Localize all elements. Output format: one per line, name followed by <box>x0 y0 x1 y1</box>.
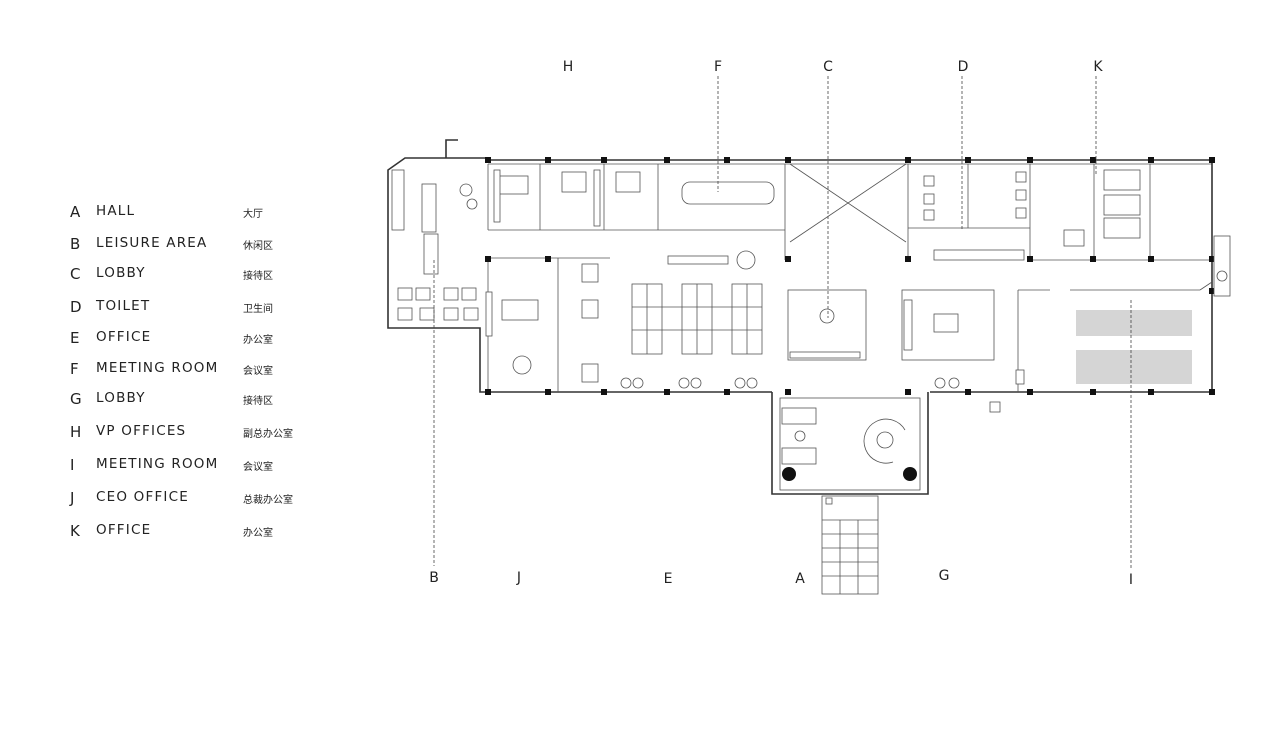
zone-label-f: F <box>714 59 722 75</box>
legend-name: LOBBY <box>96 265 146 281</box>
legend-row-d: D TOILET 卫生间 <box>0 298 340 318</box>
legend-name-cn: 会议室 <box>243 366 273 377</box>
legend-name-cn: 会议室 <box>243 462 273 473</box>
legend-name: HALL <box>96 203 136 219</box>
zone-label-h: H <box>563 59 574 75</box>
legend-name-cn: 总裁办公室 <box>243 495 293 506</box>
legend-name-cn: 卫生间 <box>243 304 273 315</box>
legend-row-e: E OFFICE 办公室 <box>0 329 340 349</box>
legend-name: LEISURE AREA <box>96 235 208 251</box>
legend-name: VP OFFICES <box>96 423 187 439</box>
legend-letter: C <box>70 265 81 283</box>
legend-name-cn: 办公室 <box>243 528 273 539</box>
legend-row-c: C LOBBY 接待区 <box>0 265 340 285</box>
legend-letter: H <box>70 423 82 441</box>
zone-label-k: K <box>1093 59 1103 75</box>
zone-labels-top: H F C D K <box>563 59 1104 75</box>
legend-letter: J <box>70 489 75 507</box>
legend-name-cn: 休闲区 <box>243 241 273 252</box>
zone-label-i: I <box>1129 572 1133 588</box>
columns <box>485 157 1215 395</box>
zone-label-d: D <box>958 59 969 75</box>
legend-row-j: J CEO OFFICE 总裁办公室 <box>0 489 340 509</box>
legend: A HALL 大厅 B LEISURE AREA 休闲区 C LOBBY 接待区… <box>0 0 340 733</box>
legend-letter: F <box>70 360 80 378</box>
legend-row-g: G LOBBY 接待区 <box>0 390 340 410</box>
legend-letter: E <box>70 329 80 347</box>
legend-name-cn: 副总办公室 <box>243 429 293 440</box>
legend-name: LOBBY <box>96 390 146 406</box>
leader-lines <box>433 76 1132 568</box>
legend-letter: I <box>70 456 75 474</box>
furniture <box>391 169 1231 595</box>
legend-letter: G <box>70 390 83 408</box>
zone-label-a: A <box>795 571 805 587</box>
legend-row-b: B LEISURE AREA 休闲区 <box>0 235 340 255</box>
legend-name-cn: 接待区 <box>243 271 273 282</box>
legend-name: OFFICE <box>96 329 152 345</box>
zone-label-c: C <box>823 59 833 75</box>
legend-row-k: K OFFICE 办公室 <box>0 522 340 542</box>
legend-letter: A <box>70 203 81 221</box>
legend-name-cn: 办公室 <box>243 335 273 346</box>
legend-name: MEETING ROOM <box>96 360 219 376</box>
zone-label-j: J <box>516 570 521 586</box>
legend-row-h: H VP OFFICES 副总办公室 <box>0 423 340 443</box>
legend-name: CEO OFFICE <box>96 489 189 505</box>
legend-letter: D <box>70 298 83 316</box>
legend-name: MEETING ROOM <box>96 456 219 472</box>
legend-letter: K <box>70 522 81 540</box>
zone-label-e: E <box>664 571 673 587</box>
legend-letter: B <box>70 235 81 253</box>
legend-name: TOILET <box>96 298 151 314</box>
zone-label-g: G <box>939 568 950 584</box>
interior-walls <box>487 163 1213 392</box>
legend-name-cn: 接待区 <box>243 396 273 407</box>
legend-row-f: F MEETING ROOM 会议室 <box>0 360 340 380</box>
zone-labels-bottom: B J E A G I <box>429 568 1133 588</box>
legend-row-a: A HALL 大厅 <box>0 203 340 223</box>
legend-row-i: I MEETING ROOM 会议室 <box>0 456 340 476</box>
legend-name-cn: 大厅 <box>243 209 263 220</box>
legend-name: OFFICE <box>96 522 152 538</box>
zone-label-b: B <box>429 570 439 586</box>
